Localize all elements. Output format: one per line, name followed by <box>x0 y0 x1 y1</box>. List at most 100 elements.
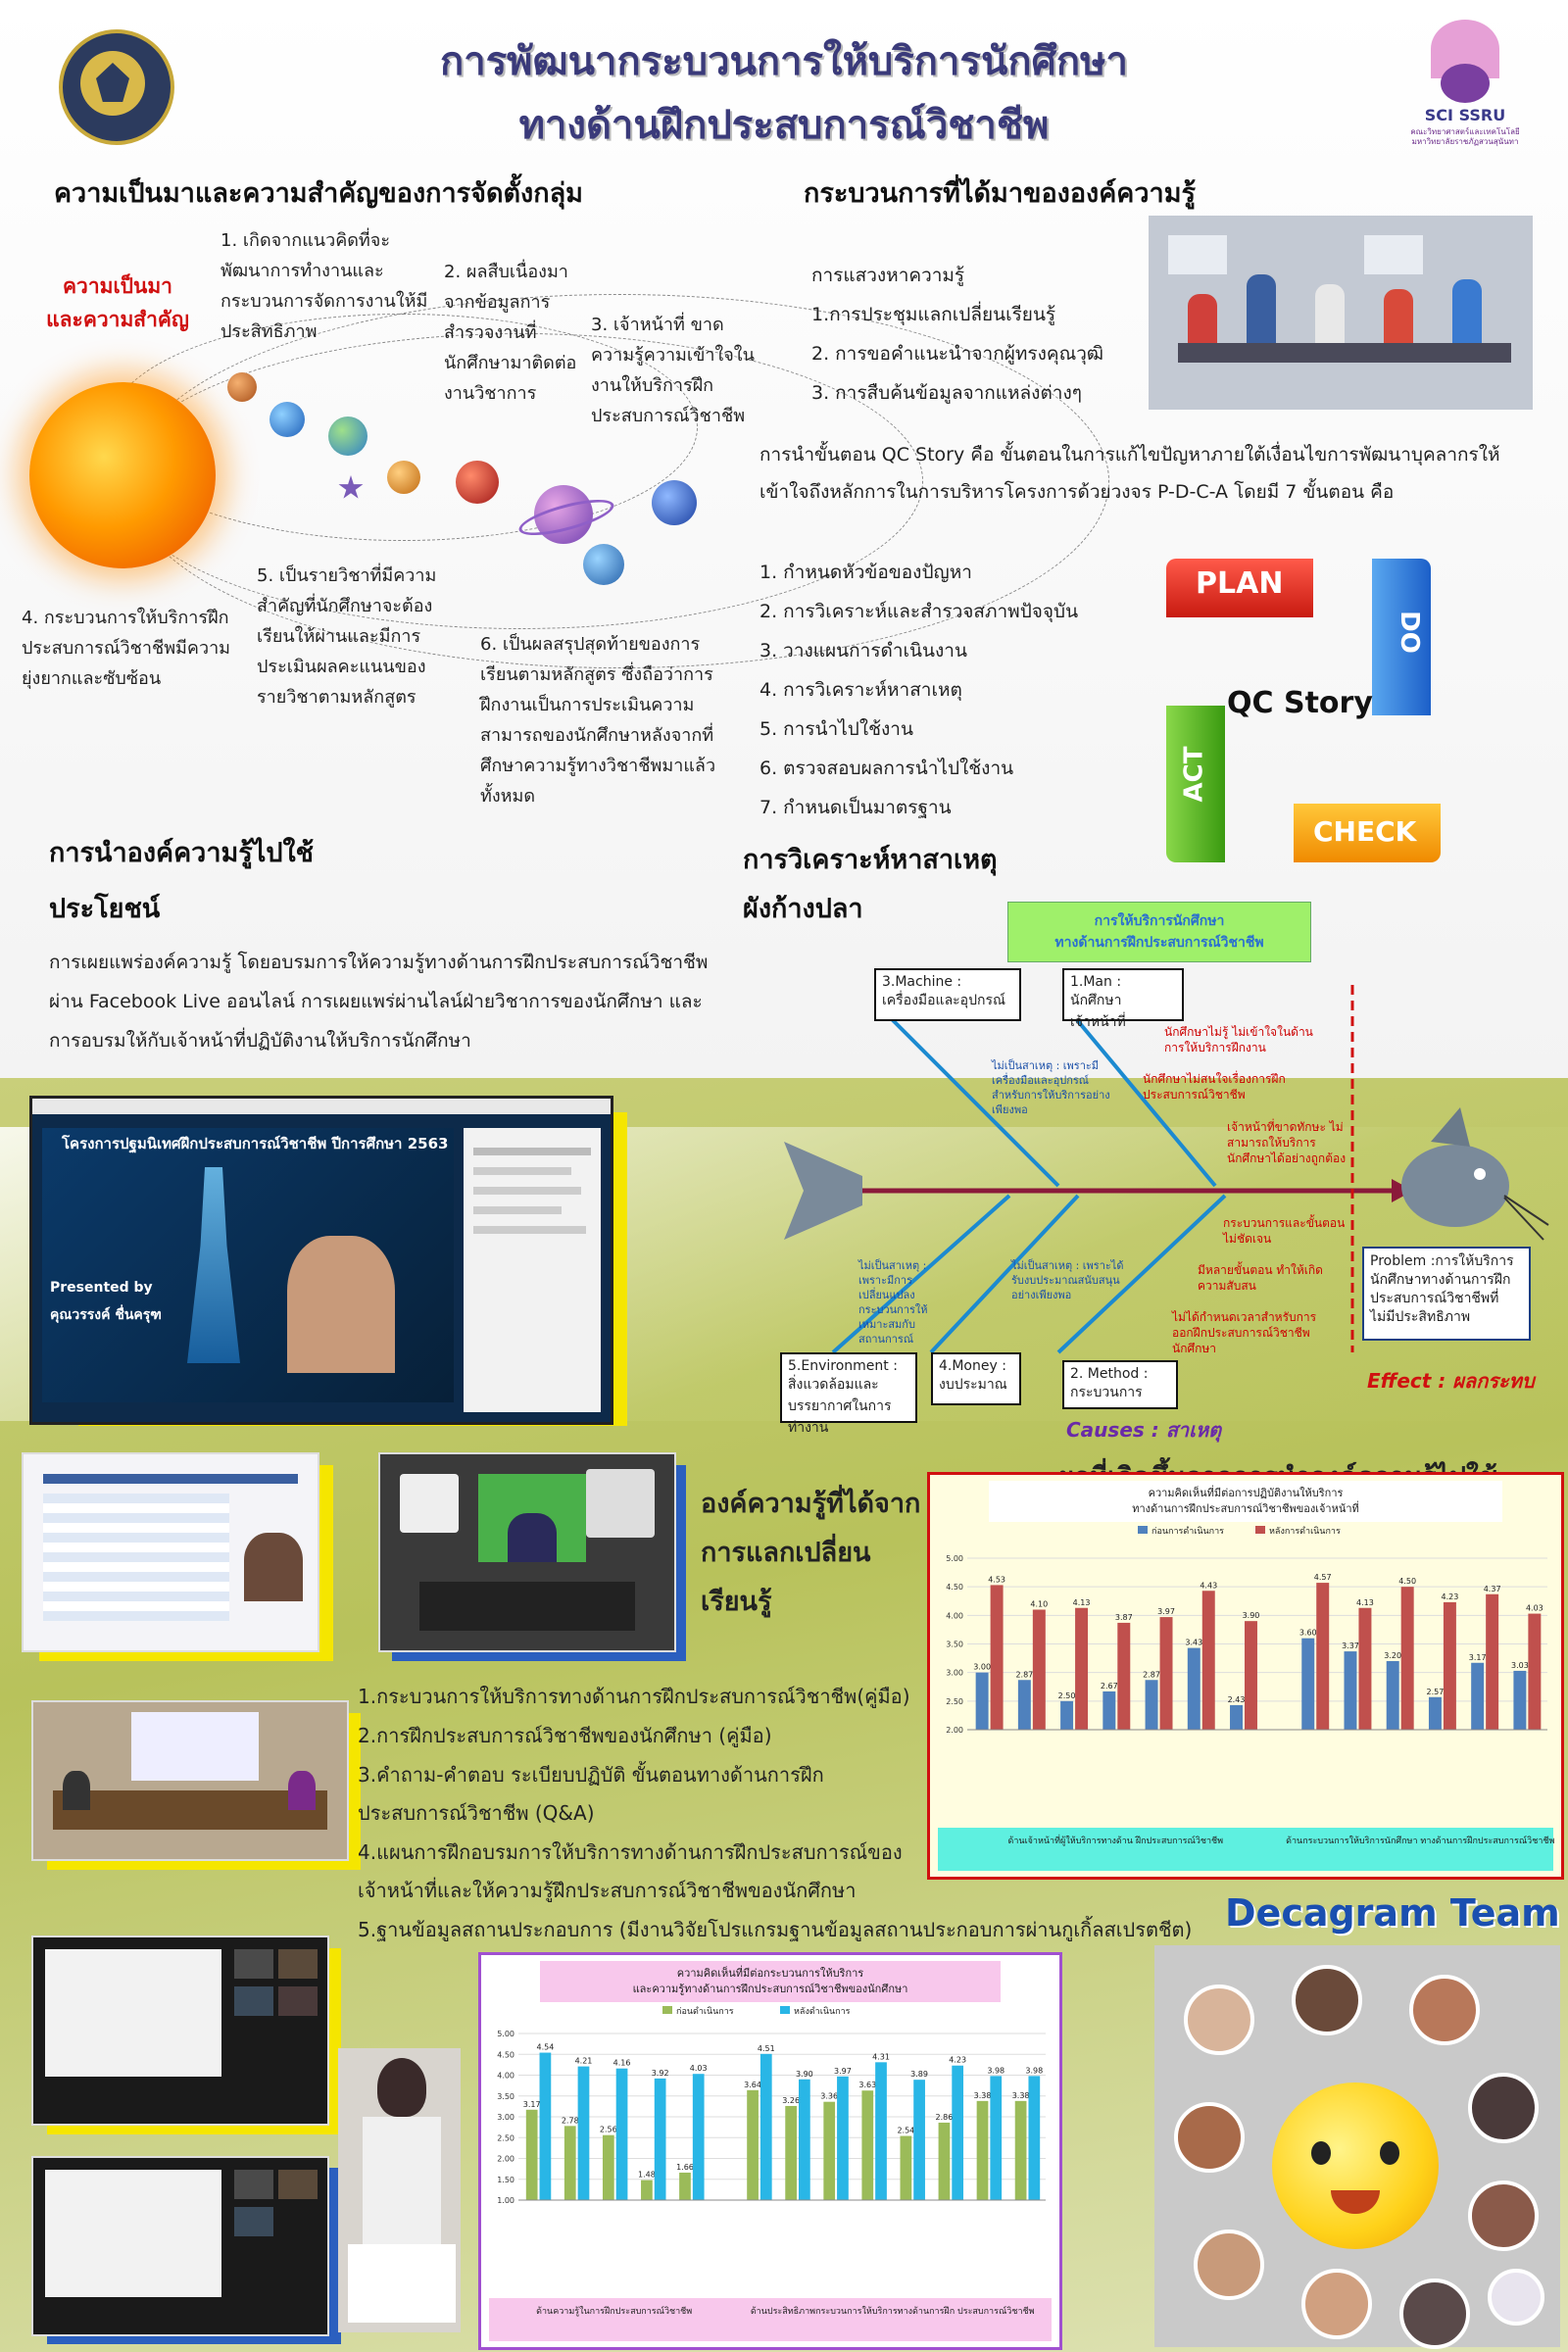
facebook-live-screenshot: โครงการปฐมนิเทศฝึกประสบการณ์วิชาชีพ ปีกา… <box>29 1096 613 1425</box>
y-tick-label: 2.00 <box>946 1726 963 1735</box>
data-label: 2.87 <box>1143 1670 1160 1679</box>
data-label: 3.37 <box>1342 1642 1359 1650</box>
exchange-item-1: 1.กระบวนการให้บริการทางด้านการฝึกประสบกา… <box>358 1685 910 1708</box>
planet-venus <box>387 461 420 494</box>
data-label: 4.13 <box>1073 1598 1091 1607</box>
bar-before <box>1386 1661 1399 1730</box>
data-label: 2.54 <box>897 2127 914 2135</box>
bar-after <box>1245 1621 1257 1730</box>
bar-before <box>1471 1662 1485 1730</box>
bar-before <box>1428 1696 1442 1730</box>
bar-before <box>1230 1704 1243 1730</box>
bar-before <box>1344 1651 1357 1730</box>
fishbone-cause-4: กระบวนการและขั้นตอนไม่ชัดเจน <box>1223 1216 1346 1246</box>
data-label: 3.17 <box>1469 1653 1487 1662</box>
fishbone-causes: Causes : สาเหตุ <box>1066 1418 1222 1442</box>
y-tick-label: 4.00 <box>946 1611 963 1620</box>
legend-label: ก่อนดำเนินการ <box>676 2006 734 2017</box>
team-photo-panel <box>1154 1945 1560 2349</box>
y-tick-label: 5.00 <box>946 1554 963 1563</box>
bar-after <box>837 2076 849 2200</box>
bar-before <box>1102 1690 1116 1730</box>
pdca-cycle-graphic: PLAN DO CHECK ACT QC Story <box>1156 549 1450 872</box>
exchange-item-3: 3.คำถาม-คำตอบ ระเบียบปฏิบัติ ขั้นตอนทางด… <box>358 1763 824 1825</box>
bar-after <box>615 2068 628 2200</box>
fishbone-man: 1.Man : นักศึกษา เจ้าหน้าที่ <box>1062 968 1184 1030</box>
fishbone-diagram <box>784 985 1549 1354</box>
data-label: 4.51 <box>758 2044 775 2053</box>
bar-after <box>1358 1607 1372 1730</box>
data-label: 2.86 <box>936 2113 954 2122</box>
exchange-item-4: 4.แผนการฝึกอบรมการให้บริการทางด้านการฝึก… <box>358 1840 903 1902</box>
data-label: 3.03 <box>1511 1661 1529 1670</box>
bar-before <box>900 2135 912 2200</box>
qc-step-6: 6. ตรวจสอบผลการนำไปใช้งาน <box>760 758 1014 779</box>
document-screenshot-photo <box>22 1452 319 1652</box>
chart-title: และความรู้ทางด้านการฝึกประสบการณ์วิชาชีพ… <box>633 1983 908 1995</box>
data-label: 1.48 <box>638 2171 656 2180</box>
fishbone-heading-2: ผังก้างปลา <box>743 894 863 924</box>
process-intro: การแสวงหาความรู้ <box>811 265 965 286</box>
background-point-3: 3. เจ้าหน้าที่ ขาดความรู้ความเข้าใจในงาน… <box>591 315 755 426</box>
data-label: 3.00 <box>973 1663 991 1672</box>
bar-before <box>1014 2100 1027 2200</box>
y-tick-label: 3.50 <box>497 2092 514 2101</box>
data-label: 2.43 <box>1228 1695 1246 1704</box>
meeting-illustration <box>1149 216 1533 410</box>
fishbone-noncause-money: ไม่เป็นสาเหตุ : เพราะได้รับงบประมาณสนับส… <box>1011 1259 1124 1301</box>
data-label: 4.57 <box>1314 1573 1332 1582</box>
y-tick-label: 3.00 <box>946 1669 963 1678</box>
fishbone-cause-6: ไม่ได้กำหนดเวลาสำหรับการออกฝึกประสบการณ์… <box>1172 1310 1317 1355</box>
group-label: ด้านเจ้าหน้าที่ผู้ให้บริการทางด้าน ฝึกปร… <box>1008 1834 1224 1846</box>
bar-before <box>602 2134 614 2200</box>
group-label: ด้านประสิทธิภาพกระบวนการให้บริการทางด้าน… <box>751 2305 1035 2317</box>
studio-recording-photo <box>378 1452 676 1652</box>
data-label: 4.23 <box>1442 1592 1459 1601</box>
data-label: 3.17 <box>523 2100 541 2109</box>
data-label: 3.90 <box>1243 1611 1260 1620</box>
background-heading: ความเป็นมาและความสำคัญของการจัดตั้งกลุ่ม <box>54 178 583 209</box>
qc-step-4: 4. การวิเคราะห์หาสาเหตุ <box>760 679 962 701</box>
bar-before <box>679 2172 691 2200</box>
apply-heading-1: การนำองค์ความรู้ไปใช้ <box>49 838 314 868</box>
data-label: 2.78 <box>562 2116 579 2125</box>
data-label: 4.13 <box>1356 1598 1374 1607</box>
fishbone-noncause-environment: ไม่เป็นสาเหตุ : เพราะมีการเปลี่ยนแปลงกระ… <box>858 1259 928 1346</box>
planet-globe <box>328 416 368 456</box>
team-member-avatar <box>1488 2269 1544 2326</box>
data-label: 4.21 <box>575 2057 593 2066</box>
data-label: 3.98 <box>987 2066 1004 2075</box>
chart-staff-service: ความคิดเห็นที่มีต่อการปฏิบัติงานให้บริกา… <box>927 1472 1564 1880</box>
data-label: 2.57 <box>1427 1688 1445 1696</box>
data-label: 3.89 <box>910 2070 928 2079</box>
data-label: 4.53 <box>988 1575 1005 1584</box>
data-label: 3.92 <box>652 2069 669 2078</box>
team-member-avatar <box>1292 1965 1362 2035</box>
bar-after <box>760 2053 772 2200</box>
legend-label: หลังดำเนินการ <box>794 2006 851 2017</box>
y-tick-label: 2.50 <box>946 1697 963 1706</box>
bar-before <box>861 2090 874 2200</box>
sun-label: ความเป็นมา และความสำคัญ <box>46 274 189 331</box>
chart-title-background <box>989 1481 1502 1522</box>
data-label: 3.43 <box>1185 1639 1202 1647</box>
data-label: 2.56 <box>600 2126 617 2134</box>
exchange-item-2: 2.การฝึกประสบการณ์วิชาชีพของนักศึกษา (คู… <box>358 1724 772 1747</box>
y-tick-label: 5.00 <box>497 2030 514 2038</box>
online-meeting-photo-1 <box>31 1936 329 2126</box>
team-name: Decagram Team <box>1225 1891 1560 1935</box>
team-member-avatar <box>1174 2102 1245 2173</box>
bar-before <box>525 2109 538 2200</box>
legend-swatch <box>662 2006 672 2014</box>
chart-title: ความคิดเห็นที่มีต่อการปฏิบัติงานให้บริกา… <box>1149 1485 1344 1499</box>
bar-after <box>1528 1613 1542 1730</box>
team-member-avatar <box>1194 2230 1264 2300</box>
data-label: 3.38 <box>1012 2091 1030 2100</box>
bar-after <box>692 2074 705 2200</box>
chart-2-svg: ความคิดเห็นที่มีต่อกระบวนการให้บริการและ… <box>489 1961 1052 2341</box>
y-tick-label: 4.00 <box>497 2072 514 2081</box>
bar-after <box>577 2066 590 2200</box>
chart-title-background <box>540 1961 1001 2002</box>
fishbone-cause-5: มีหลายขั้นตอน ทำให้เกิดความสับสน <box>1198 1263 1323 1293</box>
data-label: 3.36 <box>820 2092 838 2101</box>
